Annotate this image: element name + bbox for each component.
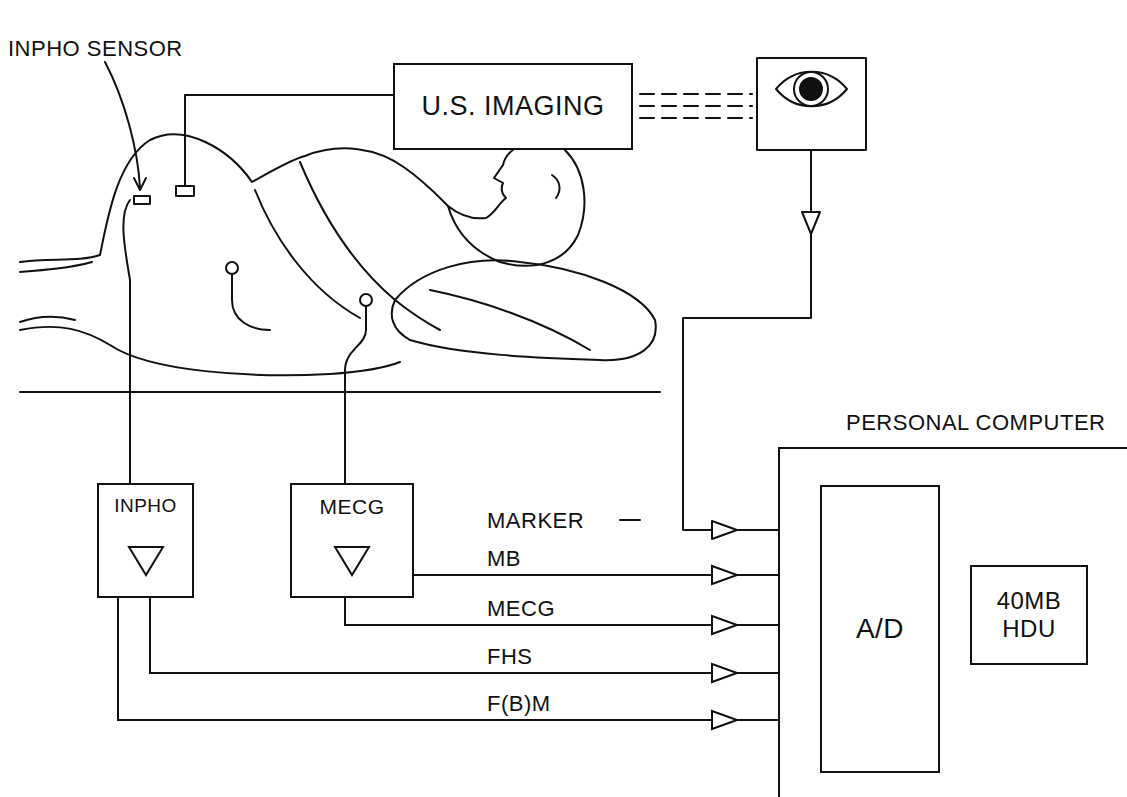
imaging-box: U.S. IMAGING: [393, 63, 633, 150]
node-label: PERSONAL COMPUTER: [846, 410, 1106, 435]
buffer-symbol: [712, 566, 737, 584]
inpho-sensor: [134, 196, 150, 204]
leader-arrowhead: [134, 178, 146, 190]
pillow: [392, 260, 656, 360]
buffer-symbol: [802, 212, 820, 234]
node-label: MECG: [292, 495, 412, 519]
patient-back: [20, 327, 400, 375]
eye-pupil: [800, 78, 822, 100]
patient-head: [448, 132, 584, 266]
buffer-symbol: [712, 711, 737, 729]
signal-wire: [150, 598, 820, 682]
signal-wire: [118, 598, 820, 729]
pillow-fold: [430, 290, 590, 350]
signal-wire: [345, 598, 820, 634]
marker-dash: [620, 519, 640, 521]
us-transducer: [176, 186, 194, 196]
patient-leg-lower: [20, 317, 75, 322]
patient-body: [20, 134, 448, 262]
node-label: 40MB HDU: [982, 587, 1076, 642]
amplifier-symbol: [126, 544, 166, 578]
us-cable: [185, 95, 393, 186]
sensor-label: INPHO SENSOR: [6, 37, 185, 61]
eye-iris: [794, 72, 828, 106]
computer-box: PERSONAL COMPUTER A/D 40MB HDU: [778, 402, 1127, 797]
signal-wire: [414, 566, 820, 584]
buffer-symbol: [712, 521, 737, 539]
converter-box: A/D: [820, 485, 940, 773]
buffer-symbol: [712, 664, 737, 682]
node-label: A/D: [856, 613, 904, 645]
inpho-cable: [123, 200, 130, 483]
node-label: INPHO: [99, 495, 192, 517]
amplifier-box: MECG: [290, 483, 414, 598]
amplifier-symbol: [332, 544, 372, 578]
signal-name: FHS: [485, 645, 535, 669]
amplifier-box: INPHO: [97, 483, 194, 598]
patient-arm: [300, 162, 440, 330]
eye-symbol: [776, 72, 847, 107]
patient-leg: [20, 262, 92, 272]
ecg-lead: [232, 274, 270, 330]
disk-box: 40MB HDU: [970, 565, 1088, 665]
bed-line: [20, 391, 660, 393]
video-link: [640, 94, 752, 118]
signal-name: MECG: [485, 597, 557, 621]
ecg-electrode: [226, 262, 238, 274]
observer-box: [757, 58, 866, 150]
signal-name: MARKER: [485, 509, 586, 533]
patient-arm-2: [255, 190, 360, 318]
buffer-symbol: [712, 616, 737, 634]
leader-arrow: [105, 62, 140, 188]
signal-name: F(B)M: [485, 692, 553, 716]
ecg-electrode: [360, 294, 372, 306]
signal-name: MB: [485, 547, 523, 571]
node-label: U.S. IMAGING: [421, 91, 604, 122]
ecg-lead: [345, 306, 366, 483]
